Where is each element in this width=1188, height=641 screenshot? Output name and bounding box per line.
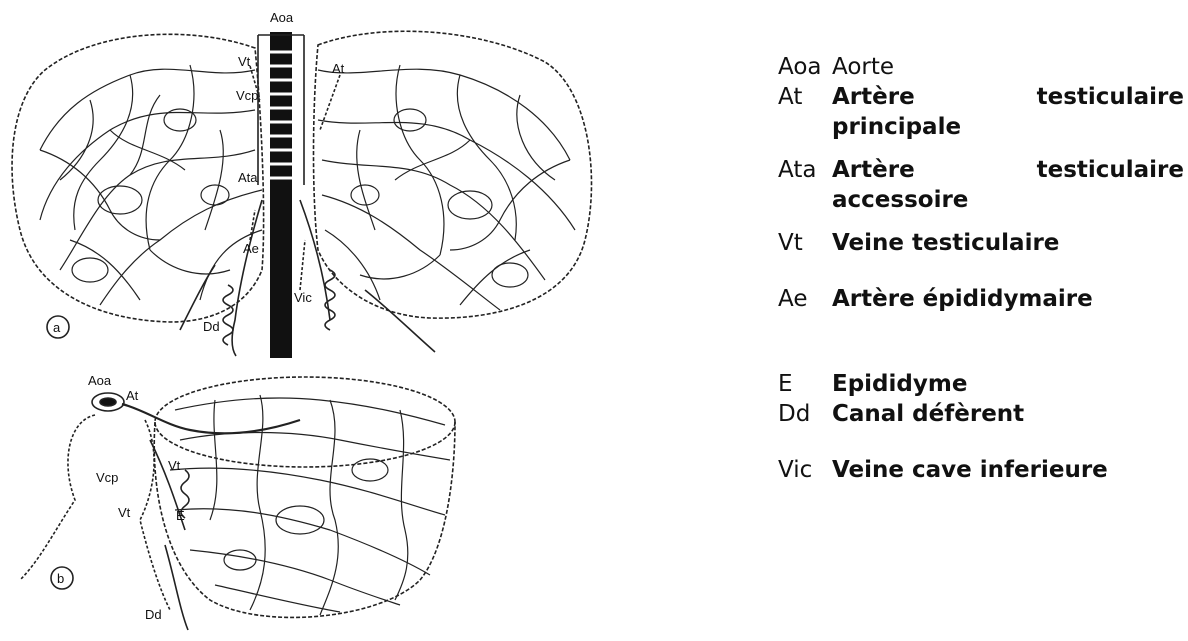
label-vic-a: Vic (294, 290, 312, 305)
anatomy-illustration: Aoa Vt Vcp At Ata Ae Vic Dd a (0, 0, 700, 641)
legend-row-at: At Artère testiculaire principale (778, 82, 1184, 142)
legend-desc-word: Artère (832, 82, 915, 112)
panel-a-labels: Aoa Vt Vcp At Ata Ae Vic Dd a (53, 10, 345, 335)
legend-desc: Canal défèrent (832, 399, 1184, 429)
panel-b (20, 377, 455, 630)
at-artery-b (122, 404, 300, 433)
right-duct-a (365, 290, 435, 352)
legend-row-aoa: Aoa Aorte (778, 52, 1184, 82)
vena-cava-b (20, 415, 170, 610)
label-vcp-a: Vcp (236, 88, 258, 103)
panel-a (12, 31, 591, 358)
legend-abbr: Vic (778, 455, 832, 485)
panel-marker-b: b (57, 571, 64, 586)
legend-abbr: At (778, 82, 832, 142)
legend-row-vt: Vt Veine testiculaire (778, 228, 1184, 258)
legend-abbr: Vt (778, 228, 832, 258)
label-vt-b: Vt (168, 458, 181, 473)
label-aoa-b: Aoa (88, 373, 112, 388)
panel-b-labels: Aoa At Vcp Vt Vt E Dd b (57, 373, 185, 622)
label-dd-a: Dd (203, 319, 220, 334)
legend-abbr: E (778, 369, 832, 399)
label-at-a: At (332, 61, 345, 76)
aorta-ring-inner-b (100, 398, 116, 406)
legend-abbr: Dd (778, 399, 832, 429)
legend-desc: Veine cave inferieure (832, 455, 1184, 485)
legend-abbr: Ae (778, 284, 832, 314)
legend-row-ae: Ae Artère épididymaire (778, 284, 1184, 314)
panel-marker-a: a (53, 320, 61, 335)
legend-abbr: Ata (778, 155, 832, 215)
left-vessels-a (40, 65, 262, 305)
label-aoa-a: Aoa (270, 10, 294, 25)
label-e-b: E (176, 508, 185, 523)
legend-row-dd: Dd Canal défèrent (778, 399, 1184, 429)
legend-row-ata: Ata Artère testiculaire accessoire (778, 155, 1184, 215)
label-ae-a: Ae (243, 241, 259, 256)
legend-desc-word: testiculaire (1037, 82, 1184, 112)
left-testis-a (12, 34, 264, 322)
label-vcp-b: Vcp (96, 470, 118, 485)
legend-desc: Artère testiculaire accessoire (832, 155, 1184, 215)
label-at-b: At (126, 388, 139, 403)
legend-desc-line2: accessoire (832, 185, 1184, 215)
right-vessels-a (318, 65, 575, 310)
testis-vessels-b (170, 395, 450, 615)
legend-desc: Veine testiculaire (832, 228, 1184, 258)
legend-row-vic: Vic Veine cave inferieure (778, 455, 1184, 485)
legend-desc-word: testiculaire (1037, 155, 1184, 185)
right-testis-a (314, 31, 592, 318)
legend-desc: Aorte (832, 52, 1184, 82)
legend-desc-line2: principale (832, 112, 1184, 142)
label-vt2-b: Vt (118, 505, 131, 520)
label-dd-b: Dd (145, 607, 162, 622)
legend: Aoa Aorte At Artère testiculaire princip… (778, 52, 1184, 485)
legend-desc: Artère testiculaire principale (832, 82, 1184, 142)
label-vt-a: Vt (238, 54, 251, 69)
legend-desc: Artère épididymaire (832, 284, 1184, 314)
legend-row-e: E Epididyme (778, 369, 1184, 399)
label-ata-a: Ata (238, 170, 258, 185)
legend-abbr: Aoa (778, 52, 832, 82)
legend-desc: Epididyme (832, 369, 1184, 399)
testis-body-b (154, 422, 455, 617)
legend-desc-word: Artère (832, 155, 915, 185)
